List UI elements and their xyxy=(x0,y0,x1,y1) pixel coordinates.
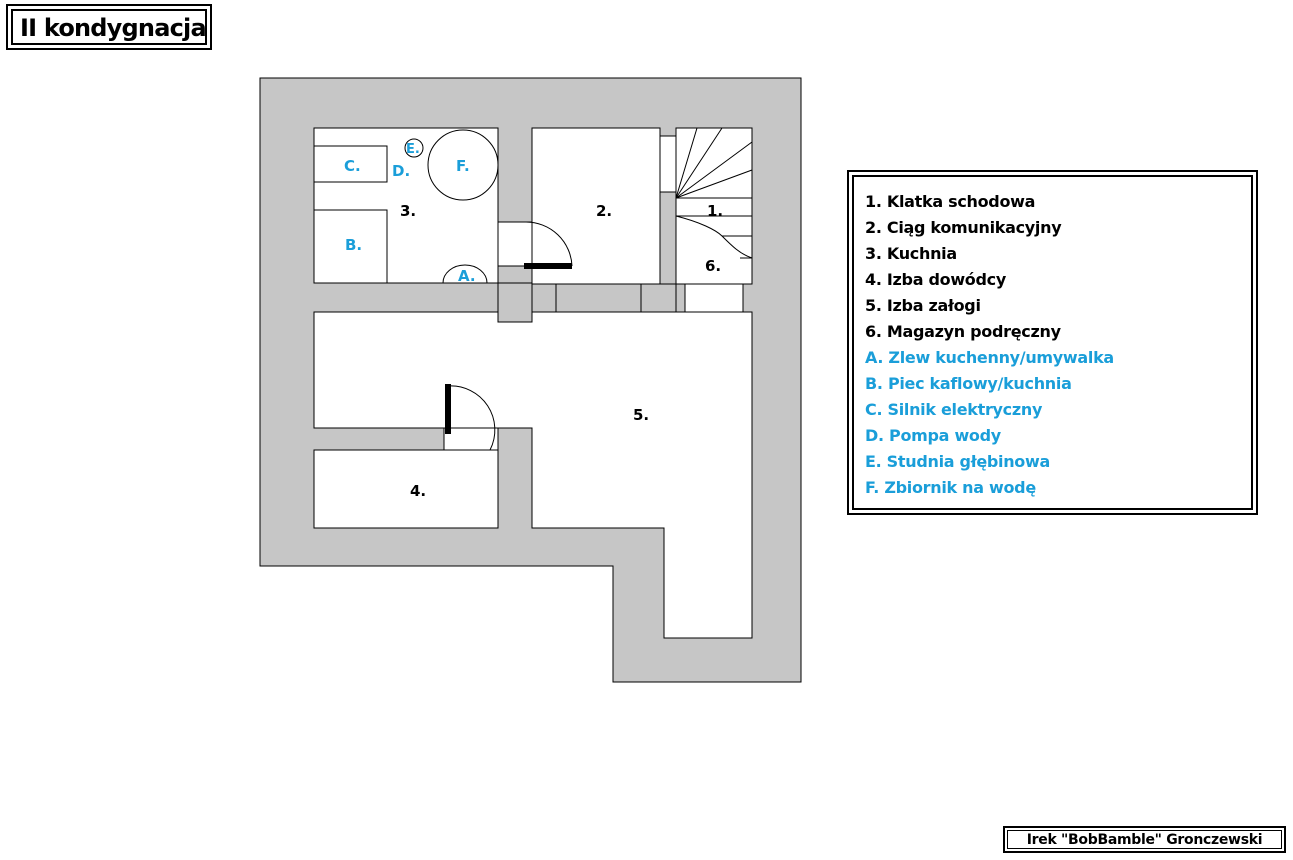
equipment-label-b: B. xyxy=(345,236,362,254)
author-credit: Irek "BobBamble" Gronczewski xyxy=(1007,830,1282,849)
equipment-label-e: E. xyxy=(406,142,420,157)
equipment-label-d: D. xyxy=(392,162,410,180)
stair-winder xyxy=(675,127,723,199)
legend: 1. Klatka schodowa 2. Ciąg komunikacyjny… xyxy=(852,175,1253,510)
legend-box: 1. Klatka schodowa 2. Ciąg komunikacyjny… xyxy=(847,170,1258,515)
legend-item: C. Silnik elektryczny xyxy=(865,400,1043,419)
room-label-4: 4. xyxy=(410,482,426,500)
equipment-f-water-tank xyxy=(427,129,499,201)
legend-item: E. Studnia głębinowa xyxy=(865,452,1050,471)
equipment-c-electric-motor xyxy=(313,145,388,183)
wall-notch-right xyxy=(640,283,677,313)
door-frame-kitchen xyxy=(497,221,533,267)
legend-item: 6. Magazyn podręczny xyxy=(865,322,1061,341)
equipment-label-a: A. xyxy=(458,267,476,285)
room-1-6-stairwell xyxy=(675,127,753,285)
room-4-commander xyxy=(313,449,499,529)
stair-winder xyxy=(675,127,698,199)
door-swing-kitchen xyxy=(525,221,573,267)
equipment-e-well xyxy=(404,138,424,158)
legend-item: 2. Ciąg komunikacyjny xyxy=(865,218,1062,237)
stair-curve xyxy=(675,215,753,259)
equipment-a-sink xyxy=(442,264,488,284)
equipment-label-c: C. xyxy=(344,157,361,175)
legend-item: D. Pompa wody xyxy=(865,426,1001,445)
room-label-1: 1. xyxy=(707,202,723,220)
legend-item: 3. Kuchnia xyxy=(865,244,957,263)
author-box: Irek "BobBamble" Gronczewski xyxy=(1003,826,1286,853)
legend-item: A. Zlew kuchenny/umywalka xyxy=(865,348,1114,367)
opening-stairs-bottom xyxy=(684,283,744,313)
stair-winder xyxy=(675,141,753,199)
wall-notch-left xyxy=(531,283,557,313)
legend-item: F. Zbiornik na wodę xyxy=(865,478,1036,497)
door-frame-commander xyxy=(443,427,499,451)
room-label-5: 5. xyxy=(633,406,649,424)
legend-item: 1. Klatka schodowa xyxy=(865,192,1036,211)
opening-corridor-stairs xyxy=(659,135,677,193)
equipment-b-tiled-stove xyxy=(313,209,388,284)
room-label-6: 6. xyxy=(705,257,721,275)
room-label-2: 2. xyxy=(596,202,612,220)
page-title: II kondygnacja xyxy=(11,9,207,45)
legend-item: B. Piec kaflowy/kuchnia xyxy=(865,374,1072,393)
equipment-label-f: F. xyxy=(456,157,470,175)
stair-winder xyxy=(675,169,753,199)
legend-item: 5. Izba załogi xyxy=(865,296,981,315)
wall-pier xyxy=(497,282,533,323)
door-swing-commander xyxy=(447,385,496,451)
room-label-3: 3. xyxy=(400,202,416,220)
title-box: II kondygnacja xyxy=(6,4,212,50)
legend-item: 4. Izba dowódcy xyxy=(865,270,1006,289)
